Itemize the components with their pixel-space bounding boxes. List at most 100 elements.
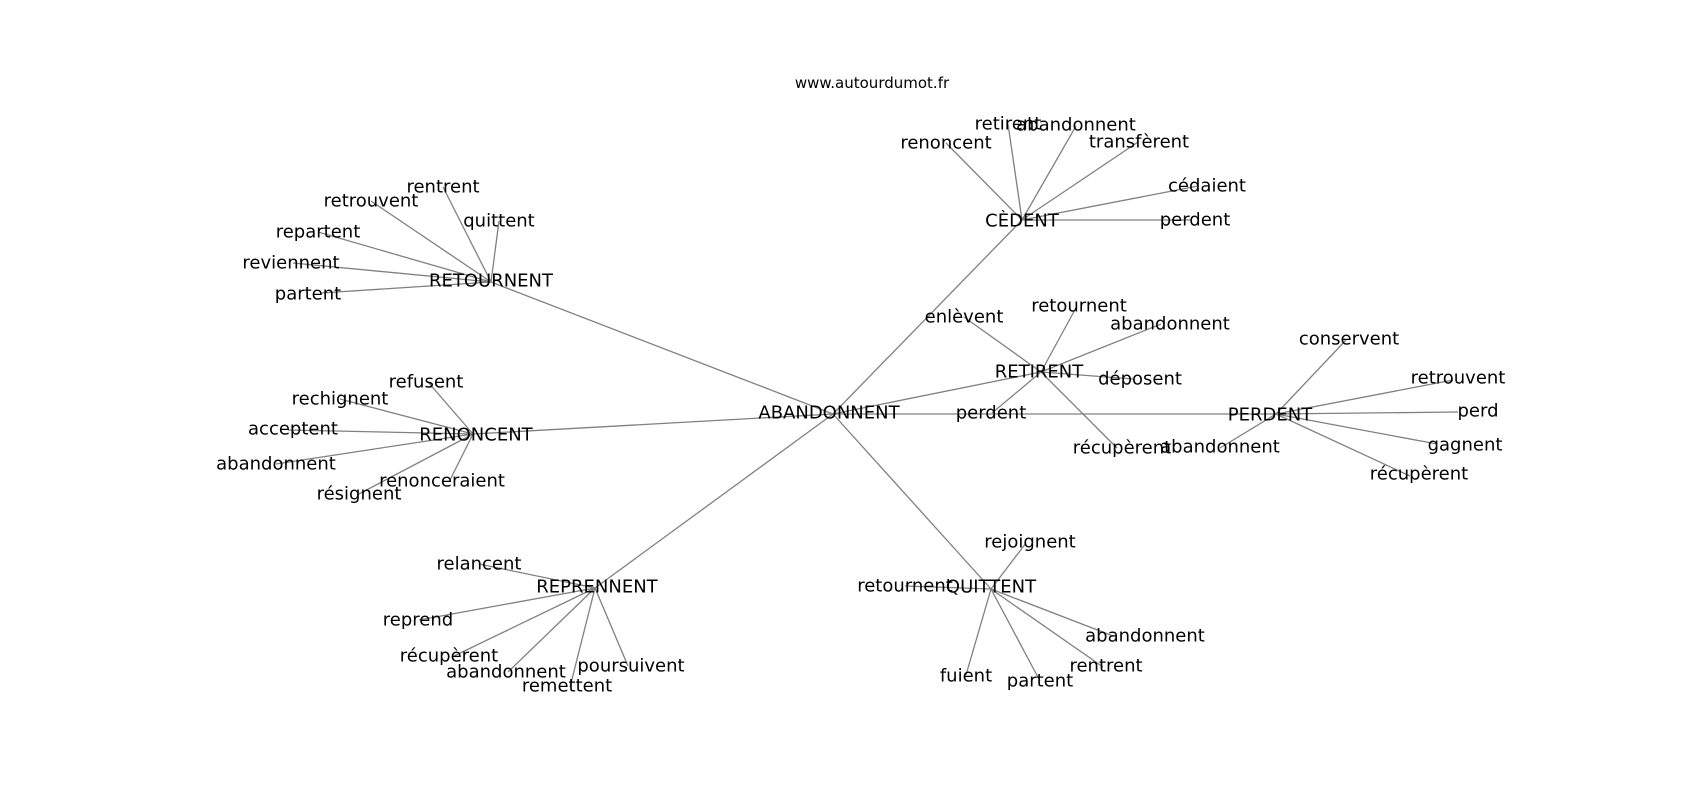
edge-perdent-1 (1275, 379, 1454, 415)
edge-perdent-5 (1275, 413, 1411, 477)
edge-retirent-2 (1040, 323, 1162, 373)
edge-center-cedent (832, 219, 1023, 415)
source-label: www.autourdumot.fr (795, 74, 950, 92)
leaf-node-quittent-3[interactable]: rentrent (1069, 656, 1142, 677)
hub-node-quittent[interactable]: QUITTENT (946, 577, 1037, 598)
leaf-node-renoncent-1[interactable]: rechignent (292, 389, 389, 410)
leaf-node-retournent-5[interactable]: partent (275, 284, 341, 305)
edge-center-quittent (832, 413, 992, 590)
edge-retournent-2 (490, 220, 500, 283)
leaf-node-cedent-4[interactable]: cédaient (1168, 176, 1246, 197)
edge-renoncent-3 (275, 433, 474, 465)
edge-reprennent-3 (507, 587, 596, 673)
leaf-node-retournent-3[interactable]: repartent (276, 222, 361, 243)
edge-retournent-3 (317, 231, 492, 283)
edge-perdent-4 (1219, 413, 1277, 449)
leaf-node-cedent-2[interactable]: renoncent (900, 133, 991, 154)
leaf-node-perdent-4[interactable]: abandonnent (1160, 437, 1280, 458)
leaf-node-reprennent-1[interactable]: reprend (383, 610, 453, 631)
leaf-node-reprennent-3[interactable]: abandonnent (446, 662, 566, 683)
edge-renoncent-1 (339, 398, 474, 435)
leaf-node-quittent-4[interactable]: fuient (940, 666, 992, 687)
center-node-label[interactable]: ABANDONNENT (758, 403, 900, 424)
edge-renoncent-0 (427, 381, 474, 435)
leaf-node-cedent-0[interactable]: retirent (975, 114, 1042, 135)
leaf-node-quittent-2[interactable]: abandonnent (1085, 626, 1205, 647)
leaf-node-retournent-0[interactable]: rentrent (406, 177, 479, 198)
leaf-node-retirent-1[interactable]: enlèvent (925, 307, 1004, 328)
leaf-node-perdent-0[interactable]: conservent (1299, 329, 1399, 350)
hub-node-perdent[interactable]: PERDENT (1228, 405, 1313, 426)
hub-node-retournent[interactable]: RETOURNENT (429, 271, 554, 292)
leaf-node-renoncent-3[interactable]: abandonnent (216, 454, 336, 475)
edge-perdent-0 (1275, 339, 1347, 415)
leaf-node-quittent-5[interactable]: partent (1007, 671, 1073, 692)
edge-cedent-0 (1007, 123, 1023, 221)
leaf-node-reprennent-4[interactable]: poursuivent (577, 656, 684, 677)
edge-retirent-1 (963, 316, 1042, 373)
hub-node-renoncent[interactable]: RENONCENT (419, 425, 533, 446)
edge-quittent-3 (990, 588, 1104, 668)
edge-reprennent-2 (453, 587, 596, 657)
leaf-node-renoncent-2[interactable]: acceptent (248, 419, 338, 440)
leaf-node-perdent-1[interactable]: retrouvent (1411, 368, 1506, 389)
edge-quittent-2 (990, 588, 1114, 637)
leaf-node-cedent-1[interactable]: abandonnent (1016, 115, 1136, 136)
edge-renoncent-5 (356, 433, 474, 496)
edge-center-retirent (832, 371, 1042, 415)
edge-cedent-1 (1021, 125, 1077, 221)
edge-reprennent-4 (594, 587, 629, 667)
edge-renoncent-4 (448, 433, 474, 483)
edge-cedent-3 (1021, 141, 1139, 221)
leaf-node-retirent-2[interactable]: abandonnent (1110, 314, 1230, 335)
leaf-node-quittent-0[interactable]: rejoignent (984, 532, 1075, 553)
leaf-node-cedent-3[interactable]: transfèrent (1089, 132, 1189, 153)
edge-quittent-0 (990, 542, 1027, 590)
edge-retirent-5 (1040, 371, 1118, 449)
edge-retournent-0 (442, 186, 492, 283)
leaf-node-reprennent-5[interactable]: remettent (522, 676, 612, 697)
edge-quittent-5 (990, 588, 1041, 682)
leaf-node-retirent-4[interactable]: perdent (956, 403, 1027, 424)
edge-center-retournent (490, 281, 834, 415)
edge-perdent-3 (1275, 413, 1438, 445)
edge-quittent-4 (965, 588, 992, 676)
edge-center-renoncent (472, 413, 834, 435)
leaf-node-retournent-2[interactable]: quittent (463, 211, 535, 232)
leaf-node-reprennent-2[interactable]: récupèrent (400, 646, 498, 667)
edge-cedent-4 (1021, 185, 1199, 221)
leaf-node-quittent-1[interactable]: retournent (857, 576, 953, 597)
leaf-node-perdent-3[interactable]: gagnent (1428, 435, 1503, 456)
edge-reprennent-0 (478, 563, 596, 589)
leaf-node-retirent-3[interactable]: déposent (1098, 369, 1182, 390)
leaf-node-renoncent-5[interactable]: résignent (317, 484, 402, 505)
edge-renoncent-2 (287, 429, 474, 435)
hub-node-reprennent[interactable]: REPRENNENT (536, 577, 658, 598)
edge-retirent-3 (1040, 371, 1134, 380)
hub-node-retirent[interactable]: RETIRENT (995, 362, 1085, 383)
edge-reprennent-1 (418, 587, 596, 621)
leaf-node-reprennent-0[interactable]: relancent (437, 554, 522, 575)
edge-retournent-5 (320, 281, 492, 294)
leaf-node-retirent-0[interactable]: retournent (1031, 296, 1127, 317)
edge-retirent-0 (1040, 305, 1078, 373)
edge-reprennent-5 (569, 587, 596, 688)
edge-retirent-4 (991, 371, 1042, 414)
leaf-node-cedent-5[interactable]: perdent (1160, 210, 1231, 231)
hub-node-cedent[interactable]: CÈDENT (985, 210, 1060, 232)
edge-quittent-1 (904, 585, 992, 590)
leaf-node-perdent-5[interactable]: récupèrent (1370, 464, 1468, 485)
leaf-node-retirent-5[interactable]: récupèrent (1073, 438, 1171, 459)
leaf-node-renoncent-4[interactable]: renonceraient (379, 471, 505, 492)
leaf-node-renoncent-0[interactable]: refusent (389, 372, 464, 393)
leaf-node-retournent-1[interactable]: retrouvent (324, 191, 419, 212)
edge-cedent-2 (945, 142, 1023, 221)
edge-center-reprennent (594, 413, 834, 589)
graph-labels: ABANDONNENTCÈDENTretirentabandonnentreno… (216, 114, 1505, 697)
leaf-node-retournent-4[interactable]: reviennent (242, 253, 339, 274)
leaf-node-perdent-2[interactable]: perd (1457, 401, 1498, 422)
edge-retournent-1 (370, 200, 492, 283)
edge-retournent-4 (292, 262, 492, 283)
edge-perdent-2 (1275, 411, 1459, 415)
